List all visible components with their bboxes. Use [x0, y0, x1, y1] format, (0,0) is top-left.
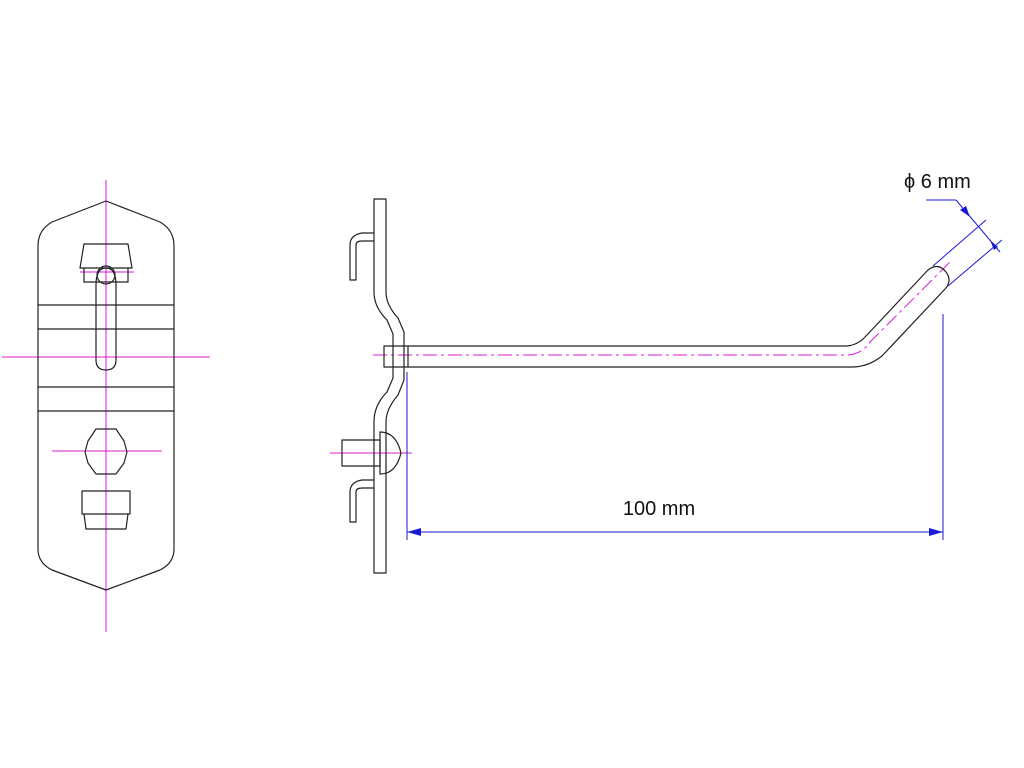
- side-view-centerlines: [330, 261, 951, 454]
- lower-tab: [81, 490, 131, 530]
- dimension-diameter: ϕ 6 mm: [904, 171, 1003, 287]
- side-plate-profile: [373, 198, 405, 574]
- length-label: 100 mm: [623, 498, 695, 520]
- diameter-label: ϕ 6 mm: [904, 171, 971, 193]
- side-bolt: [341, 431, 402, 475]
- front-view-centerlines: [2, 180, 210, 632]
- front-view: [2, 180, 210, 632]
- diameter-arrow-top: [960, 206, 970, 217]
- backplate-ribs: [37, 304, 175, 412]
- rod-slot: [95, 265, 117, 371]
- diameter-arrow-bottom: [990, 240, 998, 250]
- arrow-right: [929, 528, 943, 536]
- side-view: [330, 198, 951, 574]
- upper-hook-tab: [79, 243, 133, 283]
- arrow-left: [407, 528, 421, 536]
- dimension-length: 100 mm: [406, 314, 944, 540]
- rod: [383, 265, 950, 368]
- upper-clip-hook: [349, 232, 375, 281]
- diameter-extension-2: [947, 239, 1003, 287]
- diameter-extension-1: [932, 219, 987, 267]
- lower-clip-hook: [349, 479, 375, 523]
- backplate-outline: [37, 200, 175, 591]
- lower-bolt-head: [84, 428, 128, 475]
